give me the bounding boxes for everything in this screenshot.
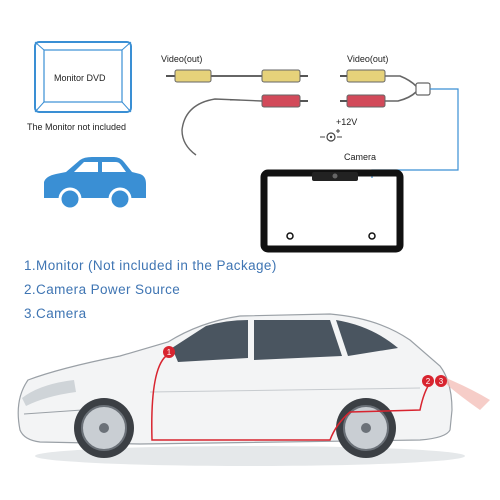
legend-list: 1.Monitor (Not included in the Package) … [24, 258, 277, 330]
video-out-left-label: Video(out) [161, 54, 203, 64]
monitor-icon [34, 41, 132, 113]
marker-2 [422, 375, 434, 387]
legend-item-power: 2.Camera Power Source [24, 282, 181, 297]
svg-text:2: 2 [426, 377, 431, 386]
monitor-screen-text: Monitor DVD [54, 73, 106, 83]
power-label: +12V [336, 117, 358, 127]
car-markers: 1 2 3 [163, 346, 447, 387]
monitor-caption: The Monitor not included [27, 122, 127, 132]
marker-3 [435, 375, 447, 387]
license-plate-camera-icon [260, 169, 404, 253]
legend-item-monitor: 1.Monitor (Not included in the Package) [24, 258, 277, 273]
svg-text:1: 1 [167, 348, 172, 357]
camera-label: Camera [344, 152, 377, 162]
dc-power-icon [320, 129, 342, 142]
car-icon [44, 157, 146, 211]
right-video-cable [340, 69, 459, 178]
car-photo [17, 313, 490, 466]
svg-text:3: 3 [439, 377, 444, 386]
legend-item-camera: 3.Camera [24, 306, 87, 321]
left-video-cable [166, 69, 308, 156]
marker-1 [163, 346, 175, 358]
video-out-right-label: Video(out) [347, 54, 389, 64]
